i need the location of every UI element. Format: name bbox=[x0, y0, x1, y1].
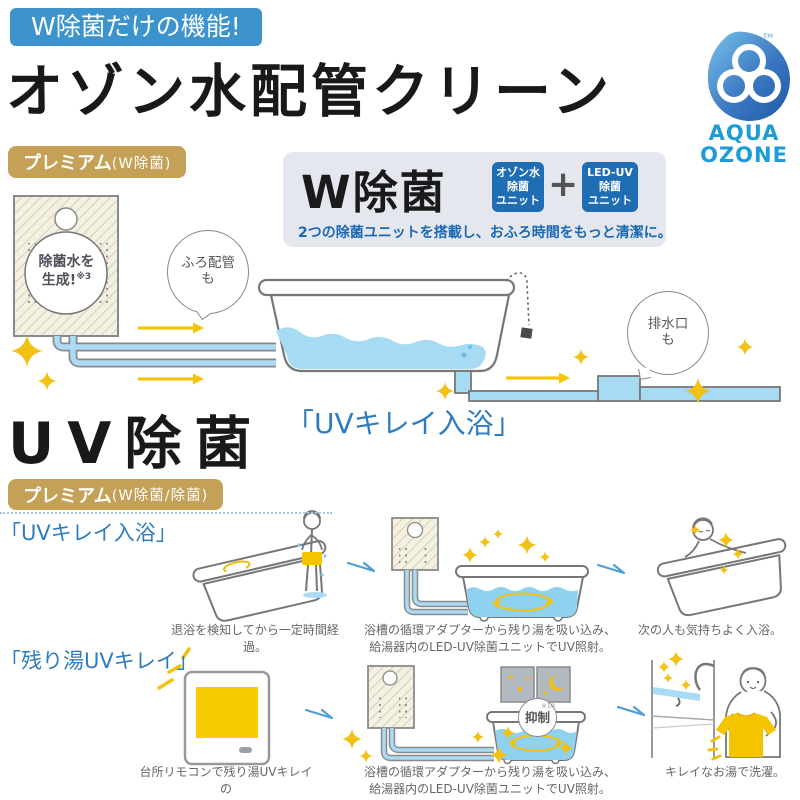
led-uv-unit-line1: LED-UV bbox=[587, 165, 633, 179]
caption-line: 浴槽の循環アダプターから残り湯を吸い込み、 bbox=[363, 765, 616, 779]
step-arrow-icon bbox=[346, 561, 376, 573]
uv-section-subtitle: 「UVキレイ入浴」 bbox=[286, 407, 522, 440]
kitchen-remote-icon bbox=[157, 647, 271, 766]
w-sterilization-title: W除菌 bbox=[301, 166, 447, 219]
water-heater-icon bbox=[13, 195, 119, 337]
heater-label: 除菌水を 生成!※3 bbox=[27, 254, 106, 290]
step-next-bather-icon bbox=[656, 517, 787, 617]
caption-row1-step2: 浴槽の循環アダプターから残り湯を吸い込み、 給湯器内のLED-UV除菌ユニットで… bbox=[355, 622, 625, 657]
drain-icon bbox=[454, 370, 781, 402]
plus-sign: + bbox=[548, 164, 579, 205]
caption-line: 台所リモコンで残り湯UVキレイの bbox=[139, 765, 313, 797]
drain-bubble: 排水口 も bbox=[627, 291, 709, 375]
step-night-uv-icon bbox=[342, 665, 586, 765]
pipe-bubble: ふろ配管 も bbox=[167, 230, 249, 314]
ozone-unit-line1: オゾン水 bbox=[496, 165, 540, 179]
led-uv-unit-line3: ユニット bbox=[588, 194, 632, 208]
uv-section-title: UV除菌 bbox=[8, 411, 265, 477]
step-uv-irradiation-icon bbox=[391, 517, 589, 622]
feature-ribbon: W除菌だけの機能! bbox=[10, 8, 262, 46]
drain-bubble-line2: も bbox=[661, 332, 675, 348]
caption-row1-step3: 次の人も気持ちよく入浴。 bbox=[620, 622, 800, 639]
main-diagram bbox=[11, 195, 781, 404]
step-laundry-icon bbox=[651, 651, 781, 761]
bathtub-icon bbox=[257, 272, 533, 373]
step-arrow-icon bbox=[596, 563, 626, 575]
pipe-bubble-line2: も bbox=[201, 271, 215, 287]
led-uv-unit-line2: 除菌 bbox=[599, 179, 621, 193]
caption-row2-step2: 浴槽の循環アダプターから残り湯を吸い込み、 給湯器内のLED-UV除菌ユニットで… bbox=[355, 764, 625, 799]
premium-badge-uv: プレミアム (W除菌/除菌) bbox=[8, 479, 224, 510]
caption-row2-step3: キレイなお湯で洗濯。 bbox=[630, 764, 800, 781]
uv-row1 bbox=[192, 510, 787, 622]
heater-note: ※3 bbox=[76, 271, 92, 282]
premium-badge-bold: プレミアム bbox=[23, 153, 112, 174]
uv-row2 bbox=[157, 647, 781, 766]
caption-line: 次の人も気持ちよく入浴。 bbox=[637, 623, 782, 637]
led-uv-unit-badge: LED-UV 除菌 ユニット bbox=[582, 162, 638, 212]
heater-label-line1: 除菌水を bbox=[38, 254, 95, 270]
heater-label-line2: 生成! bbox=[41, 272, 77, 289]
pipes bbox=[52, 336, 276, 368]
premium-badge-rest: (W除菌) bbox=[111, 155, 172, 172]
row2-label: 「残り湯UVキレイ」 bbox=[0, 649, 198, 673]
step-arrow-icon bbox=[616, 705, 646, 717]
premium-badge-w: プレミアム (W除菌) bbox=[8, 146, 187, 178]
aqua-ozone-logo-icon bbox=[707, 31, 790, 121]
premium-badge-rest: (W除菌/除菌) bbox=[111, 488, 209, 504]
suppress-note: ※10 bbox=[541, 702, 555, 710]
ozone-unit-line3: ユニット bbox=[496, 194, 540, 208]
caption-line: 給湯器内のLED-UV除菌ユニットでUV照射。 bbox=[369, 640, 611, 655]
premium-badge-bold: プレミアム bbox=[23, 485, 112, 507]
dotted-divider bbox=[0, 512, 332, 514]
ozone-unit-badge: オゾン水 除菌 ユニット bbox=[492, 162, 544, 212]
pipe-bubble-line1: ふろ配管 bbox=[181, 255, 235, 272]
caption-row1-step1: 退浴を検知してから一定時間経過。 bbox=[160, 622, 350, 657]
step-arrow-icon bbox=[304, 708, 334, 720]
trademark-label: TM bbox=[763, 33, 774, 40]
suppress-badge: 抑制 ※10 bbox=[518, 698, 557, 737]
logo-text-aqua: AQUA bbox=[708, 121, 780, 145]
drain-bubble-line1: 排水口 bbox=[647, 316, 689, 333]
caption-line: 退浴を検知してから一定時間経過。 bbox=[171, 623, 339, 655]
suppress-label: 抑制 bbox=[524, 710, 550, 725]
ozone-unit-line2: 除菌 bbox=[507, 179, 529, 193]
page-title: オゾン水配管クリーン bbox=[6, 59, 614, 125]
step-leave-bath-icon bbox=[192, 510, 327, 622]
caption-line: 給湯器内のLED-UV除菌ユニットでUV照射。 bbox=[369, 782, 611, 797]
flow-arrow-icon bbox=[138, 322, 570, 385]
caption-line: キレイなお湯で洗濯。 bbox=[664, 765, 785, 779]
row1-label: 「UVキレイ入浴」 bbox=[0, 521, 177, 545]
caption-row2-step1: 台所リモコンで残り湯UVキレイの 終了時刻を設定。 bbox=[136, 764, 316, 800]
caption-line: 浴槽の循環アダプターから残り湯を吸い込み、 bbox=[363, 623, 616, 637]
logo-text-ozone: OZONE bbox=[700, 143, 788, 167]
w-sterilization-caption: 2つの除菌ユニットを搭載し、おふろ時間をもっと清潔に。 bbox=[298, 225, 672, 241]
